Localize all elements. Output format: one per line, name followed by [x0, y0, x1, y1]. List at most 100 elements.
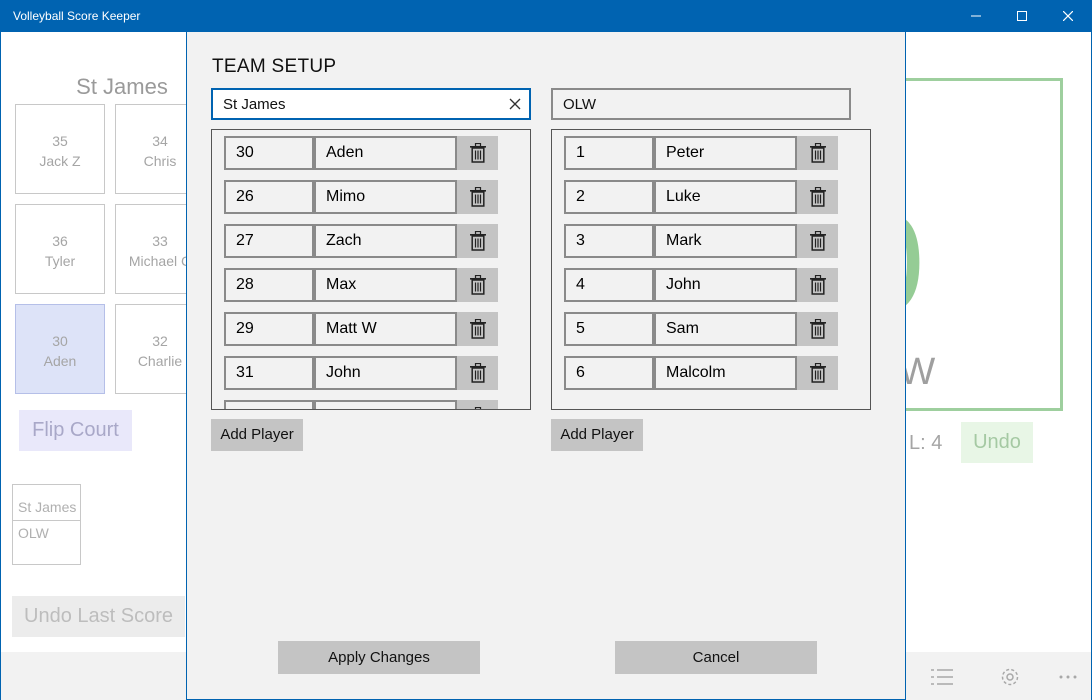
- mini-scoreboard: St James OLW: [12, 484, 81, 565]
- delete-player-button[interactable]: [457, 312, 498, 346]
- right-team-score: 0: [905, 193, 925, 333]
- trash-icon: [474, 407, 481, 409]
- cancel-button[interactable]: Cancel: [615, 641, 817, 674]
- court-position-1[interactable]: 35 Jack Z: [15, 104, 105, 194]
- player-number-field[interactable]: 28: [224, 268, 314, 302]
- court-position-5[interactable]: 30 Aden: [15, 304, 105, 394]
- more-button[interactable]: [1057, 666, 1079, 688]
- delete-player-button[interactable]: [457, 136, 498, 170]
- delete-player-button[interactable]: [797, 312, 838, 346]
- dialog-title: TEAM SETUP: [212, 56, 337, 77]
- team2-name-input[interactable]: OLW: [551, 88, 851, 120]
- player-number-field[interactable]: 29: [224, 312, 314, 346]
- player-number: 32: [152, 333, 168, 349]
- player-name-field[interactable]: Sam: [654, 312, 797, 346]
- right-team-score-box[interactable]: 0 LW: [905, 78, 1063, 411]
- player-name-field[interactable]: Matt W: [314, 312, 457, 346]
- team1-name-input[interactable]: St James: [211, 88, 531, 120]
- delete-player-button[interactable]: [457, 400, 498, 409]
- trash-icon: [469, 187, 486, 207]
- delete-player-button[interactable]: [797, 180, 838, 214]
- apply-changes-button[interactable]: Apply Changes: [278, 641, 480, 674]
- player-row: 2 Luke: [564, 180, 838, 214]
- player-name: Jack Z: [39, 153, 81, 169]
- player-name-field[interactable]: Max: [314, 268, 457, 302]
- player-name-field[interactable]: John: [314, 356, 457, 390]
- player-number-field[interactable]: [224, 400, 314, 409]
- team1-name-value: St James: [223, 96, 286, 113]
- trash-icon: [809, 231, 826, 251]
- player-row: 30 Aden: [224, 136, 498, 170]
- trash-icon: [469, 319, 486, 339]
- team1-add-player-button[interactable]: Add Player: [211, 419, 303, 451]
- player-name: Michael C: [128, 253, 192, 269]
- team2-name-value: OLW: [563, 96, 597, 113]
- team2-add-player-button[interactable]: Add Player: [551, 419, 643, 451]
- window-title: Volleyball Score Keeper: [13, 9, 141, 23]
- right-undo-button[interactable]: Undo: [961, 422, 1033, 463]
- player-name-field[interactable]: Mimo: [314, 180, 457, 214]
- team1-player-list: 30 Aden 26 Mimo 27 Zach 28 Max 29 Ma: [224, 136, 498, 409]
- list-button[interactable]: [931, 666, 953, 688]
- close-window-button[interactable]: [1045, 0, 1091, 32]
- team1-roster[interactable]: 30 Aden 26 Mimo 27 Zach 28 Max 29 Ma: [211, 129, 531, 410]
- player-row: 31 John: [224, 356, 498, 390]
- player-name-field[interactable]: Mark: [654, 224, 797, 258]
- player-number-field[interactable]: 31: [224, 356, 314, 390]
- player-number-field[interactable]: 2: [564, 180, 654, 214]
- player-row: 1 Peter: [564, 136, 838, 170]
- player-number: 33: [152, 233, 168, 249]
- gear-icon: [1001, 668, 1019, 686]
- trash-icon: [469, 363, 486, 383]
- court-position-3[interactable]: 36 Tyler: [15, 204, 105, 294]
- clear-icon[interactable]: [509, 98, 521, 110]
- player-name-field[interactable]: Zach: [314, 224, 457, 258]
- player-row: 3 Mark: [564, 224, 838, 258]
- player-name-field[interactable]: [314, 400, 457, 409]
- player-number-field[interactable]: 27: [224, 224, 314, 258]
- title-bar: Volleyball Score Keeper: [0, 0, 1092, 32]
- player-row: 6 Malcolm: [564, 356, 838, 390]
- team2-roster[interactable]: 1 Peter 2 Luke 3 Mark 4 John 5 Sam: [551, 129, 871, 410]
- player-number-field[interactable]: 1: [564, 136, 654, 170]
- player-name-field[interactable]: Luke: [654, 180, 797, 214]
- player-name: Chris: [143, 153, 177, 169]
- player-number-field[interactable]: 26: [224, 180, 314, 214]
- player-row: [224, 400, 498, 409]
- player-name-field[interactable]: Peter: [654, 136, 797, 170]
- maximize-button[interactable]: [999, 0, 1045, 32]
- delete-player-button[interactable]: [457, 356, 498, 390]
- delete-player-button[interactable]: [457, 180, 498, 214]
- player-number-field[interactable]: 4: [564, 268, 654, 302]
- player-row: 29 Matt W: [224, 312, 498, 346]
- flip-court-button[interactable]: Flip Court: [19, 410, 132, 451]
- player-name: Charlie: [137, 353, 183, 369]
- more-icon: [1059, 675, 1077, 679]
- trash-icon: [469, 231, 486, 251]
- list-icon: [931, 669, 953, 685]
- trash-icon: [469, 275, 486, 295]
- player-name: Tyler: [44, 253, 76, 269]
- player-number-field[interactable]: 30: [224, 136, 314, 170]
- delete-player-button[interactable]: [797, 268, 838, 302]
- player-name-field[interactable]: Malcolm: [654, 356, 797, 390]
- delete-player-button[interactable]: [457, 268, 498, 302]
- player-number: 30: [52, 333, 68, 349]
- player-row: 26 Mimo: [224, 180, 498, 214]
- player-name-field[interactable]: Aden: [314, 136, 457, 170]
- delete-player-button[interactable]: [797, 356, 838, 390]
- team2-player-list: 1 Peter 2 Luke 3 Mark 4 John 5 Sam: [564, 136, 838, 400]
- right-team-stat: L: 4: [909, 432, 943, 454]
- undo-last-score-button[interactable]: Undo Last Score: [12, 596, 185, 637]
- player-number-field[interactable]: 6: [564, 356, 654, 390]
- settings-button[interactable]: [999, 666, 1021, 688]
- delete-player-button[interactable]: [797, 136, 838, 170]
- player-row: 4 John: [564, 268, 838, 302]
- delete-player-button[interactable]: [797, 224, 838, 258]
- minimize-button[interactable]: [953, 0, 999, 32]
- player-number-field[interactable]: 5: [564, 312, 654, 346]
- player-name-field[interactable]: John: [654, 268, 797, 302]
- trash-icon: [809, 363, 826, 383]
- delete-player-button[interactable]: [457, 224, 498, 258]
- player-number-field[interactable]: 3: [564, 224, 654, 258]
